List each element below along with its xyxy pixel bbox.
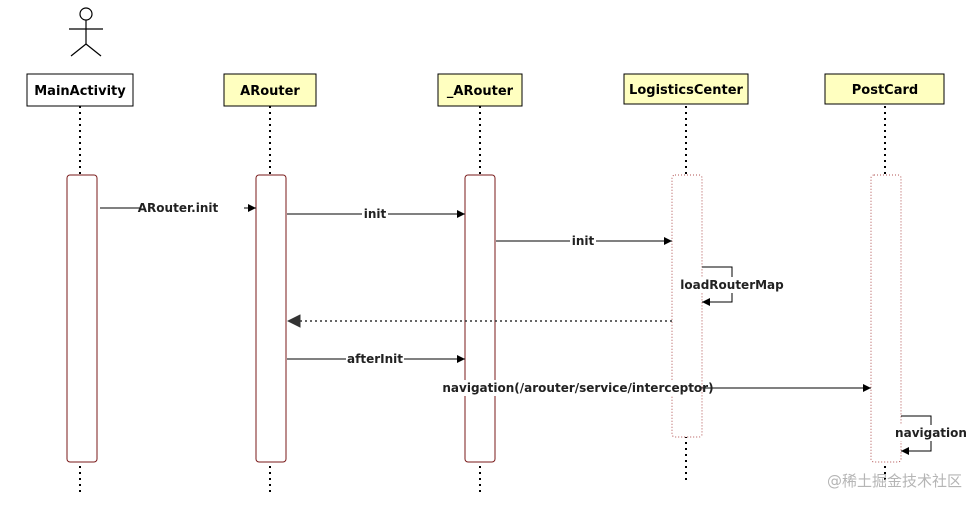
participant-main-activity: MainActivity: [26, 73, 134, 107]
actor-head: [79, 7, 93, 21]
participant-box: [824, 73, 945, 105]
activation-logistics-center: [671, 174, 703, 438]
message-navigation-interceptor: navigation(/arouter/service/interceptor): [442, 380, 871, 396]
participant-box: [437, 73, 523, 107]
message-label-bg: [362, 206, 388, 222]
message-label: loadRouterMap: [680, 278, 784, 292]
actor-figure: [69, 7, 103, 57]
message-load-router-map: loadRouterMap: [680, 266, 784, 306]
participant-arouter: ARouter: [223, 73, 317, 107]
participant-logistics-center: LogisticsCenter: [623, 73, 749, 105]
message-label-bg: [455, 380, 701, 396]
message-label-bg: [683, 277, 783, 293]
participant-label: ARouter: [240, 84, 300, 99]
message-label-bg: [346, 351, 404, 367]
activation-main-activity: [66, 174, 98, 463]
message-label: navigation(/arouter/service/interceptor): [442, 381, 713, 395]
message-init-2: init: [496, 233, 672, 249]
participant-_arouter: _ARouter: [437, 73, 523, 107]
message-label: ARouter.init: [138, 201, 219, 215]
participant-box: [26, 73, 134, 107]
message-label-bg: [141, 200, 244, 216]
activation-_arouter: [464, 174, 496, 463]
participant-label: _ARouter: [447, 84, 514, 99]
message-init-1: init: [287, 206, 465, 222]
message-after-init: afterInit: [287, 351, 465, 367]
participant-label: LogisticsCenter: [629, 83, 743, 98]
actor-left-leg: [70, 43, 87, 57]
participant-box: [223, 73, 317, 107]
participant-box: [623, 73, 749, 105]
participant-label: PostCard: [852, 83, 918, 98]
message-label: afterInit: [347, 352, 403, 366]
message-label: navigation: [895, 426, 967, 440]
watermark: @稀土掘金技术社区: [827, 472, 962, 490]
message-label: init: [572, 234, 595, 248]
message-arouter-init: ARouter.init: [100, 200, 256, 216]
actor-right-leg: [85, 43, 102, 57]
message-navigation-self: navigation: [895, 415, 967, 455]
participant-postcard: PostCard: [824, 73, 945, 105]
message-label-bg: [899, 425, 965, 441]
activation-arouter: [255, 174, 287, 463]
activation-postcard: [870, 174, 902, 463]
message-label: init: [364, 207, 387, 221]
activation-bars: [66, 174, 902, 463]
message-label-bg: [570, 233, 596, 249]
participant-label: MainActivity: [34, 84, 126, 99]
